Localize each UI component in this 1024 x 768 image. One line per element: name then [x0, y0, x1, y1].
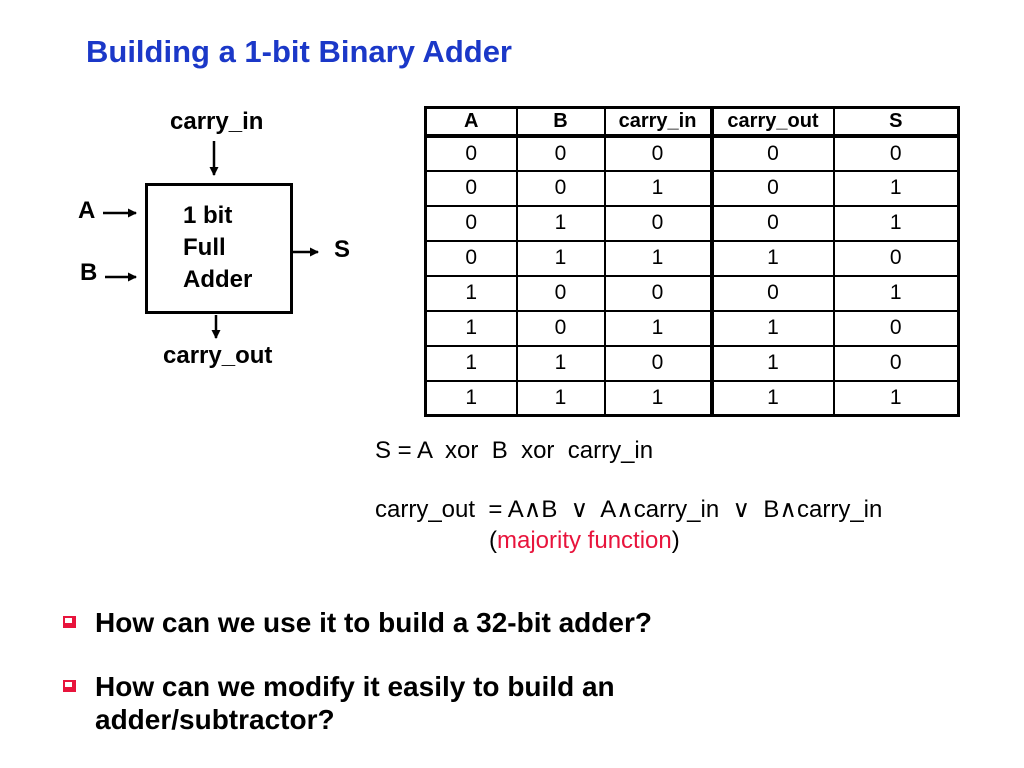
table-cell: 0	[709, 274, 835, 312]
input-a-label: A	[78, 197, 96, 224]
table-header-carry-out: carry_out	[709, 106, 835, 138]
full-adder-box: 1 bit Full Adder	[145, 183, 293, 314]
bullet-item-32bit-adder: How can we use it to build a 32-bit adde…	[63, 606, 652, 639]
table-cell: 0	[603, 274, 713, 312]
table-cell: 0	[603, 204, 713, 242]
table-cell: 0	[424, 169, 518, 207]
table-cell: 1	[424, 379, 518, 417]
majority-function-note: (majority function)	[489, 527, 680, 555]
table-cell: 0	[832, 239, 960, 277]
table-cell: 0	[515, 134, 606, 172]
table-cell: 1	[424, 309, 518, 347]
adder-box-line-1: 1 bit	[183, 202, 233, 229]
output-s-label: S	[334, 236, 351, 263]
note-close-paren: )	[671, 527, 680, 554]
table-cell: 0	[424, 204, 518, 242]
table-cell: 1	[709, 309, 835, 347]
table-header-carry-in: carry_in	[603, 106, 713, 138]
table-cell: 0	[424, 239, 518, 277]
carry-equation: carry_out = A∧B ∨ A∧carry_in ∨ B∧carry_i…	[375, 496, 883, 523]
adder-box-line-2: Full	[183, 234, 226, 261]
square-bullet-icon	[63, 680, 76, 692]
table-cell: 0	[709, 134, 835, 172]
table-cell: 1	[709, 239, 835, 277]
table-cell: 0	[603, 344, 713, 382]
input-b-label: B	[80, 259, 98, 286]
table-cell: 1	[515, 344, 606, 382]
page-title: Building a 1-bit Binary Adder	[86, 34, 512, 69]
table-cell: 1	[832, 274, 960, 312]
table-cell: 0	[832, 309, 960, 347]
square-bullet-icon	[63, 616, 76, 628]
table-cell: 1	[832, 204, 960, 242]
table-cell: 1	[709, 379, 835, 417]
table-cell: 0	[515, 309, 606, 347]
table-cell: 1	[424, 344, 518, 382]
table-cell: 0	[603, 134, 713, 172]
table-header-a: A	[424, 106, 518, 138]
majority-function-text: majority function	[497, 527, 672, 554]
bullet-text: How can we modify it easily to build an …	[95, 671, 615, 735]
table-cell: 1	[515, 239, 606, 277]
table-cell: 0	[709, 169, 835, 207]
table-cell: 1	[603, 169, 713, 207]
table-cell: 1	[424, 274, 518, 312]
table-cell: 0	[424, 134, 518, 172]
table-cell: 1	[515, 204, 606, 242]
table-cell: 0	[515, 169, 606, 207]
table-cell: 0	[832, 134, 960, 172]
table-cell: 1	[832, 169, 960, 207]
table-cell: 1	[709, 344, 835, 382]
bullet-text: How can we use it to build a 32-bit adde…	[95, 607, 652, 638]
table-header-s: S	[832, 106, 960, 138]
table-header-b: B	[515, 106, 606, 138]
table-cell: 1	[832, 379, 960, 417]
table-cell: 0	[832, 344, 960, 382]
table-header-row: A B carry_in carry_out S	[424, 106, 960, 138]
sum-equation: S = A xor B xor carry_in	[375, 437, 654, 464]
table-cell: 1	[603, 239, 713, 277]
bullet-item-adder-subtractor: How can we modify it easily to build an …	[63, 670, 740, 736]
adder-box-line-3: Adder	[183, 266, 253, 293]
table-cell: 0	[709, 204, 835, 242]
table-cell: 0	[515, 274, 606, 312]
carry-out-label: carry_out	[163, 342, 273, 369]
carry-in-label: carry_in	[170, 108, 264, 135]
table-cell: 1	[603, 309, 713, 347]
table-cell: 1	[515, 379, 606, 417]
table-cell: 1	[603, 379, 713, 417]
note-open-paren: (	[489, 527, 497, 554]
